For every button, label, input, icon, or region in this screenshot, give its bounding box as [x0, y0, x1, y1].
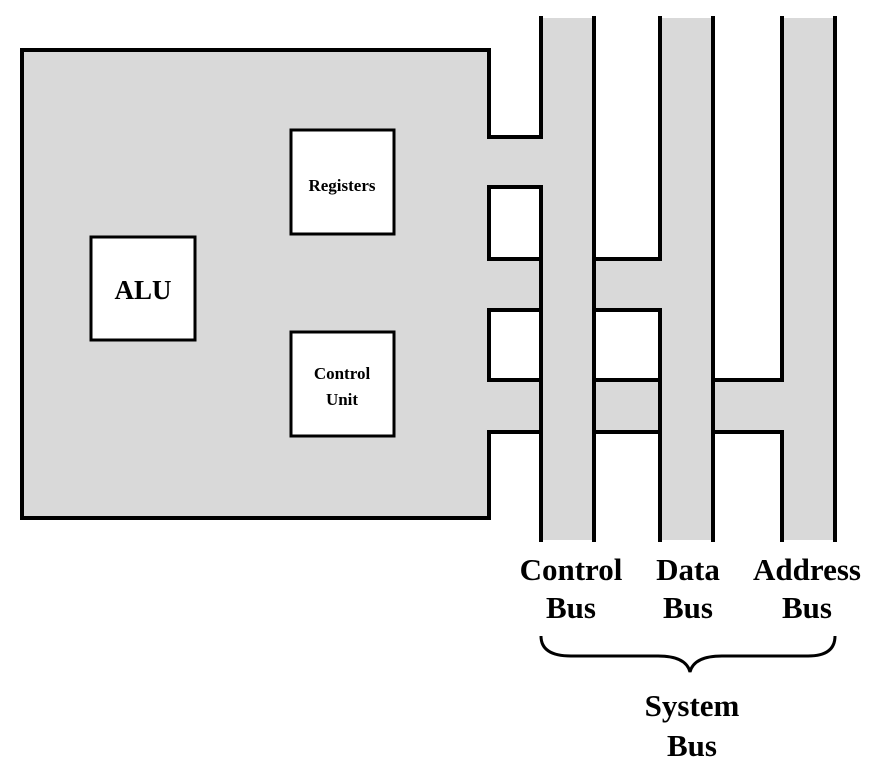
address-bus-left-edge: [711, 16, 784, 382]
cpu-outline: [20, 48, 491, 520]
control-bus-caption-line2: Bus: [546, 590, 596, 625]
data-bus-left-lower: [592, 308, 662, 542]
address-bus-caption-line1: Address: [753, 552, 861, 587]
control-unit-label-line1: Control: [314, 364, 371, 383]
data-bus-left-edge: [592, 16, 662, 261]
control-unit-box: Control Unit: [289, 330, 396, 438]
control-bus-left-edge: [487, 16, 543, 139]
registers-label: Registers: [308, 176, 375, 195]
control-bus-left-lower: [487, 185, 543, 542]
bus-captions: Control Bus Data Bus Address Bus: [520, 552, 861, 625]
control-connector-fill: [486, 137, 544, 187]
address-bus-fill: [782, 18, 835, 540]
data-bus-caption-line1: Data: [656, 552, 720, 587]
address-connector-fill: [486, 380, 785, 432]
data-bus-fill: [660, 18, 713, 540]
control-unit-label-line2: Unit: [326, 390, 358, 409]
alu-label: ALU: [114, 275, 171, 305]
outlines: [20, 16, 837, 542]
alu-box: ALU: [89, 235, 197, 342]
address-bus-left-lower: [711, 430, 784, 542]
system-bus-brace: [539, 635, 837, 673]
registers-box: Registers: [289, 128, 396, 236]
control-bus-caption-line1: Control: [520, 552, 623, 587]
system-bus-caption-line1: System: [645, 688, 740, 723]
data-connector-fill: [486, 259, 663, 310]
address-bus-caption-line2: Bus: [782, 590, 832, 625]
data-bus-caption-line2: Bus: [663, 590, 713, 625]
system-bus-caption-line2: Bus: [667, 728, 717, 763]
fills: [22, 18, 835, 540]
